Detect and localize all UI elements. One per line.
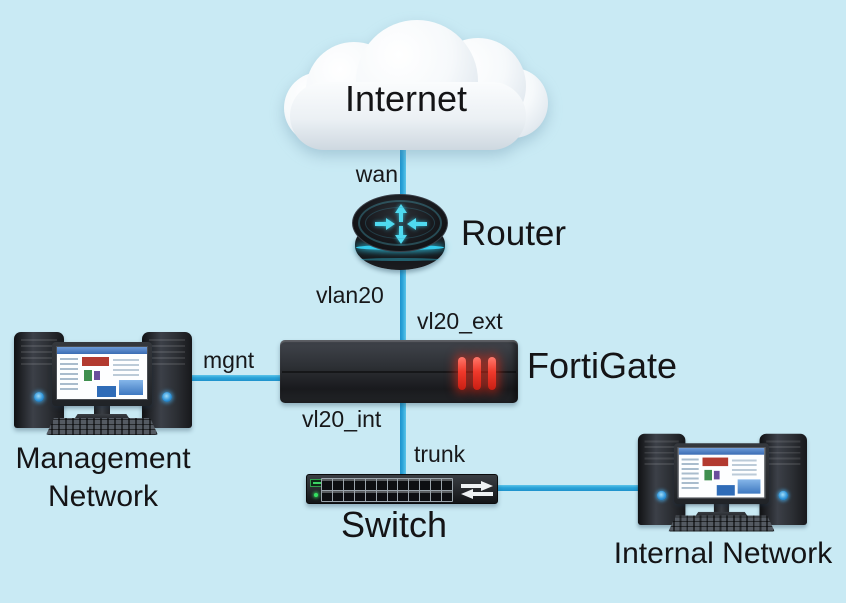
rj45-port [376, 490, 387, 501]
rj45-port [332, 479, 343, 490]
rj45-port [409, 490, 420, 501]
cloud-base [290, 82, 526, 150]
monitor-screen [56, 346, 148, 400]
webpage-banner [702, 457, 729, 467]
rj45-port [332, 490, 343, 501]
rj45-port [354, 490, 365, 501]
router-glow-band [360, 258, 440, 261]
internal-network-computer [636, 430, 809, 533]
internal-network-label: Internal Network [613, 537, 833, 570]
rj45-port [376, 479, 387, 490]
monitor-base [693, 511, 750, 519]
fortigate-led [488, 357, 496, 390]
transfer-arrows-icon [461, 481, 493, 499]
rj45-port [431, 479, 442, 490]
webpage-panel [737, 479, 761, 494]
monitor-base [73, 414, 131, 421]
rj45-port [409, 479, 420, 490]
router-top-face [352, 194, 448, 252]
webpage-image [713, 470, 720, 480]
webpage-text [681, 458, 699, 489]
rj45-port [343, 490, 354, 501]
rj45-port [322, 490, 332, 501]
internet-cloud [280, 18, 548, 156]
rj45-port [398, 490, 409, 501]
rj45-port [431, 490, 442, 501]
link-fortigate-management [170, 375, 286, 381]
switch-port-block [321, 478, 453, 502]
webpage-banner [82, 357, 109, 366]
fortigate-led [458, 357, 466, 390]
webpage-panel [97, 386, 116, 397]
internet-label: Internet [344, 78, 468, 119]
rj45-port [398, 479, 409, 490]
pc-monitor [52, 342, 152, 406]
pc-keyboard [668, 515, 775, 532]
pc-keyboard [46, 418, 158, 435]
rj45-port [365, 479, 376, 490]
management-network-label-line1: Management [15, 442, 191, 475]
webpage-panel [716, 485, 735, 496]
webpage-text [60, 358, 78, 390]
webpage-image [84, 370, 92, 381]
vlan20-link-label: vlan20 [316, 282, 384, 308]
switch-label: Switch [340, 504, 448, 545]
monitor-screen [677, 447, 766, 499]
rj45-port [365, 490, 376, 501]
rj45-port [354, 479, 365, 490]
link-switch-internal [492, 485, 652, 491]
mgnt-interface-label: mgnt [203, 347, 255, 373]
rj45-port [343, 479, 354, 490]
webpage-text [731, 459, 757, 477]
pc-monitor [674, 443, 769, 505]
management-network-label-line2: Network [47, 480, 159, 513]
fortigate-device [280, 340, 518, 403]
vl20-ext-interface-label: vl20_ext [417, 308, 503, 334]
fortigate-led [473, 357, 481, 390]
webpage-panel [119, 380, 143, 395]
webpage-image [94, 371, 100, 380]
trunk-interface-label: trunk [414, 441, 466, 467]
monitor-stand [94, 404, 110, 416]
browser-titlebar [678, 448, 765, 455]
webpage-image [704, 469, 712, 481]
rj45-port [442, 490, 452, 501]
monitor-stand [713, 502, 730, 514]
rj45-port [420, 490, 431, 501]
browser-titlebar [57, 347, 147, 354]
switch-device [306, 474, 498, 504]
rj45-port [442, 479, 452, 490]
router-label: Router [461, 214, 567, 253]
fortigate-label: FortiGate [527, 345, 678, 386]
management-network-label: Management Network [5, 440, 201, 516]
rj45-port [387, 479, 398, 490]
webpage-text [113, 359, 139, 377]
rj45-port [322, 479, 332, 490]
rj45-port [420, 479, 431, 490]
four-direction-arrows-icon [375, 204, 427, 244]
vl20-int-interface-label: vl20_int [302, 406, 382, 432]
link-internet-router-fortigate-switch [400, 138, 406, 486]
rj45-port [387, 490, 398, 501]
switch-led-icon [314, 493, 318, 497]
fortigate-seam [282, 371, 516, 373]
wan-link-label: wan [355, 161, 398, 187]
management-network-computer [12, 328, 194, 436]
router-device [352, 194, 448, 276]
